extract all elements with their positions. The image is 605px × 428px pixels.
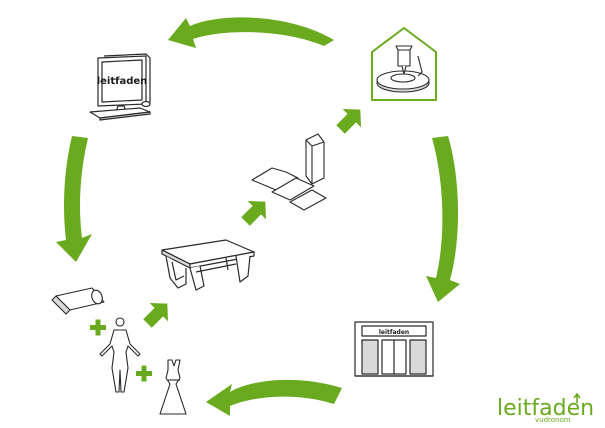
cycle-arrow-left	[56, 136, 92, 262]
step-arrow-3	[336, 108, 362, 134]
house-frame-icon	[371, 27, 437, 101]
cut-pieces-icon	[251, 133, 327, 211]
machine-icon	[376, 45, 430, 93]
cycle-arrow-top	[168, 17, 334, 48]
cutting-table-icon	[161, 239, 255, 291]
fabric-roll-icon	[51, 287, 105, 315]
shop-sign-text: leitfaden	[379, 329, 409, 336]
step-arrow-2	[241, 200, 267, 226]
shop-front-icon	[354, 321, 434, 377]
plus-icon-2	[136, 365, 152, 382]
computer-icon	[89, 53, 151, 121]
logo-subtext: vudronom	[535, 416, 571, 423]
cycle-arrow-right	[426, 136, 460, 302]
logo-arrow-icon	[573, 393, 581, 403]
plus-icon-1	[90, 319, 106, 336]
cycle-arrow-bottom	[206, 379, 342, 416]
monitor-screen-text: leitfaden	[97, 76, 148, 87]
step-arrow-1	[143, 302, 169, 328]
leitfaden-logo: leitfaden vudronom	[497, 393, 594, 423]
logo-text: leitfaden	[497, 396, 594, 421]
person-figure-icon	[99, 317, 141, 393]
dress-icon	[159, 359, 187, 415]
